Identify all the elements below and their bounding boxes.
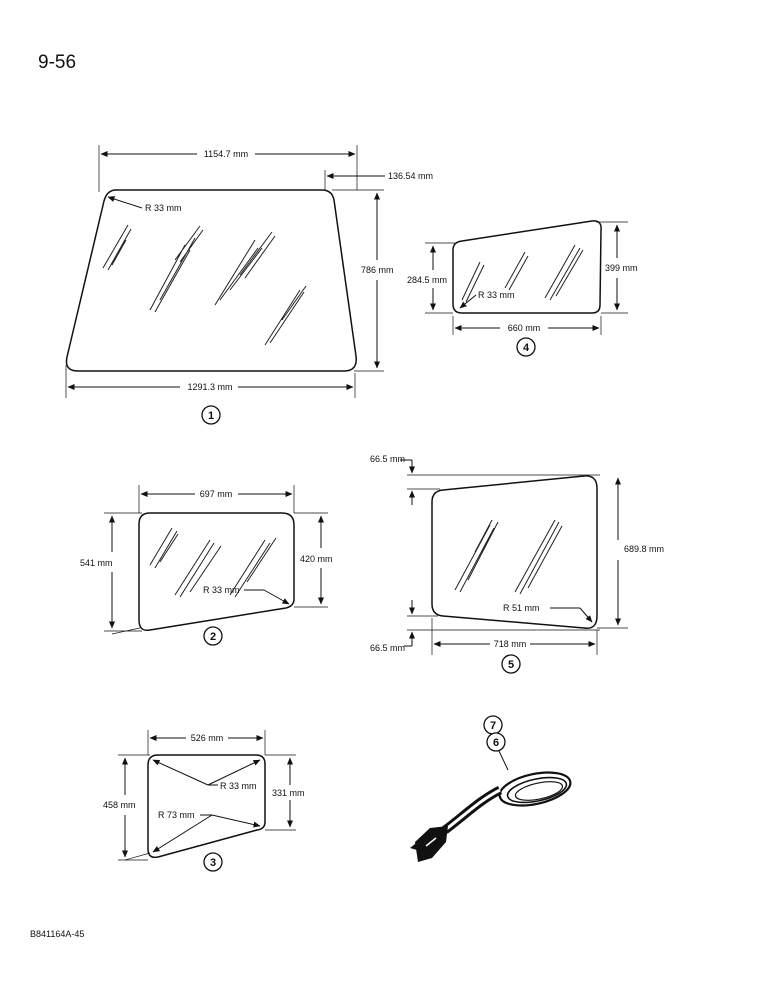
part-5-width-label: 718 mm	[494, 639, 527, 649]
part-4-width-label: 660 mm	[508, 323, 541, 333]
part-1-radius-label: R 33 mm	[145, 203, 182, 213]
seal-callout-7: 7	[483, 715, 503, 735]
svg-text:5: 5	[508, 659, 514, 671]
part-4-glare-lines	[461, 244, 584, 303]
part-3-radius-large-label: R 73 mm	[158, 810, 195, 820]
part-2-radius-label: R 33 mm	[203, 585, 240, 595]
part-3-radius-small-label: R 33 mm	[220, 781, 257, 791]
svg-text:6: 6	[493, 737, 499, 749]
part-5-offset-bottom-label: 66.5 mm	[370, 643, 405, 653]
page-number: 9-56	[38, 52, 77, 73]
part-5-glare-lines	[454, 519, 563, 595]
part-3-width-label: 526 mm	[191, 733, 224, 743]
part-1-top-width-label: 1154.7 mm	[204, 149, 248, 159]
part-3-left-height-label: 458 mm	[103, 800, 136, 810]
part-2-width-label: 697 mm	[200, 489, 233, 499]
part-5-callout: 5	[501, 654, 521, 674]
part-2-right-height-label: 420 mm	[300, 554, 333, 564]
part-3-right-height-label: 331 mm	[272, 788, 305, 798]
part-4-left-height-label: 284.5 mm	[407, 275, 447, 285]
part-2-outline	[138, 512, 295, 632]
part-5-glass: 66.5 mm 689.8 mm R 51 mm 66.5 mm 718 mm …	[370, 454, 664, 674]
part-1-height-label: 786 mm	[361, 265, 394, 275]
part-5-outline	[431, 475, 598, 629]
part-2-glass: 697 mm 541 mm 420 mm R 33 mm 2	[80, 485, 333, 646]
svg-text:3: 3	[210, 857, 216, 869]
part-1-callout: 1	[201, 405, 221, 425]
part-5-height-label: 689.8 mm	[624, 544, 664, 554]
svg-text:2: 2	[210, 631, 216, 643]
part-1-outline	[65, 189, 357, 372]
svg-text:1: 1	[208, 410, 214, 422]
part-5-offset-top-label: 66.5 mm	[370, 454, 405, 464]
svg-text:7: 7	[490, 720, 496, 732]
part-2-glare-lines	[149, 527, 277, 598]
part-3-glass: 526 mm 458 mm 331 mm R 33 mm R 73 mm 3	[103, 730, 305, 872]
part-1-windshield: 1154.7 mm 136.54 mm R 33 mm 786 mm 1291.…	[65, 145, 433, 425]
part-4-glass: 284.5 mm 399 mm R 33 mm 660 mm 4	[407, 220, 638, 357]
part-2-left-height-label: 541 mm	[80, 558, 113, 568]
seal-coil	[410, 771, 572, 862]
seal-assembly: 7 6	[410, 715, 572, 862]
figure-code: B841164A-45	[30, 929, 85, 939]
part-1-bottom-width-label: 1291.3 mm	[187, 382, 232, 392]
part-5-radius-label: R 51 mm	[503, 603, 540, 613]
part-4-callout: 4	[516, 337, 536, 357]
part-1-glare-lines	[102, 224, 307, 346]
part-4-radius-label: R 33 mm	[478, 290, 515, 300]
part-3-callout: 3	[203, 852, 223, 872]
seal-callout-6: 6	[486, 732, 506, 752]
part-4-right-height-label: 399 mm	[605, 263, 638, 273]
part-4-outline	[452, 220, 602, 314]
part-3-outline	[147, 754, 266, 859]
svg-text:4: 4	[523, 342, 530, 354]
part-1-offset-label: 136.54 mm	[388, 171, 433, 181]
part-2-callout: 2	[203, 626, 223, 646]
